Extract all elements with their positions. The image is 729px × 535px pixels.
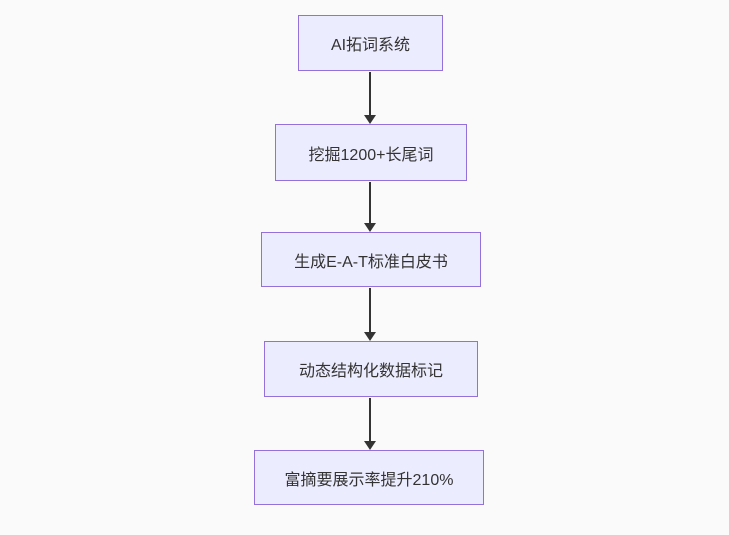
edge-line [369, 72, 371, 116]
edge-line [369, 288, 371, 333]
arrowhead-down-icon [364, 115, 376, 124]
node-ai-word-expansion-system: AI拓词系统 [298, 15, 443, 71]
node-label: 富摘要展示率提升210% [284, 471, 454, 489]
node-label: 生成E-A-T标准白皮书 [294, 253, 448, 271]
node-label: 挖掘1200+长尾词 [308, 146, 434, 164]
edge-line [369, 398, 371, 442]
flow-edge-2 [363, 182, 377, 232]
node-rich-snippet-rate-result: 富摘要展示率提升210% [254, 450, 484, 505]
node-label: 动态结构化数据标记 [298, 363, 443, 380]
flow-edge-1 [363, 72, 377, 124]
edge-line [369, 182, 371, 224]
node-label: AI拓词系统 [330, 37, 411, 54]
flow-edge-3 [363, 288, 377, 341]
arrowhead-down-icon [364, 332, 376, 341]
node-dynamic-structured-data-markup: 动态结构化数据标记 [264, 341, 478, 397]
arrowhead-down-icon [364, 441, 376, 450]
node-longtail-keyword-mining: 挖掘1200+长尾词 [275, 124, 467, 181]
flow-edge-4 [363, 398, 377, 450]
node-eat-whitepaper-generation: 生成E-A-T标准白皮书 [261, 232, 481, 287]
arrowhead-down-icon [364, 223, 376, 232]
